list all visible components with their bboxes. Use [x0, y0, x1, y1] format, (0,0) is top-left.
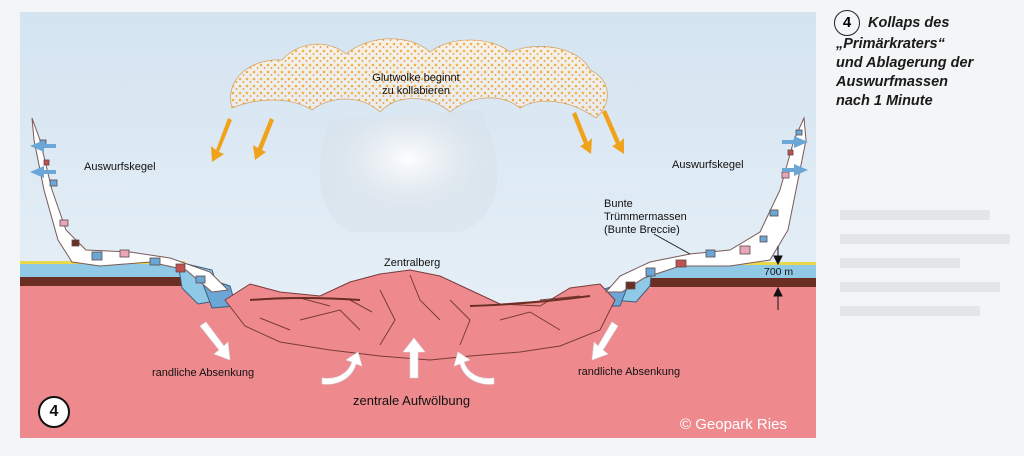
central-peak-label: Zentralberg: [384, 257, 441, 269]
uplift-label: zentrale Aufwölbung: [353, 393, 471, 408]
bunte-breccie-label: Bunte Trümmermassen (Bunte Breccie): [604, 198, 687, 237]
caption-step-number: 4: [834, 10, 860, 36]
caption-line-5: nach 1 Minute: [836, 93, 933, 109]
bunte-label-line2: Trümmermassen: [604, 211, 687, 223]
subsidence-left-label: randliche Absenkung: [152, 367, 255, 379]
bunte-label-line1: Bunte: [604, 198, 633, 210]
diagram-step-number: 4: [38, 396, 70, 428]
caption-line-2: „Primärkraters“: [836, 36, 945, 52]
thickness-marker: [773, 246, 783, 310]
bunte-pointer: [653, 233, 691, 255]
subsidence-right-label: randliche Absenkung: [578, 366, 681, 378]
ejecta-clasts-right: [625, 129, 803, 290]
caption-line-3: und Ablagerung der: [836, 55, 974, 71]
ejecta-clasts-left: [39, 139, 206, 284]
copyright-notice: © Geopark Ries: [680, 416, 787, 433]
limestone-layer-left: [20, 264, 185, 277]
bunte-label-line3: (Bunte Breccie): [604, 224, 680, 236]
ejecta-cone-right: [604, 116, 807, 293]
outward-arrows: [30, 136, 808, 178]
cloud-label-line2: zu kollabieren: [382, 85, 450, 97]
movement-arrows: [199, 321, 619, 385]
cloud-stem: [319, 110, 498, 232]
ejecta-cone-left-label: Auswurfskegel: [84, 161, 156, 173]
sediment-layer-left: [20, 277, 185, 286]
caption-line-1: Kollaps des: [868, 15, 950, 31]
sediment-layer-right: [650, 278, 816, 287]
limestone-layer-right: [650, 265, 816, 278]
caption-text: Kollaps des: [868, 14, 949, 33]
caption-line-4: Auswurfmassen: [836, 74, 949, 90]
caption-text-rest: „Primärkraters“ und Ablagerung der Auswu…: [836, 35, 973, 111]
cloud-label: Glutwolke beginnt zu kollabieren: [356, 72, 476, 98]
thickness-label: 700 m: [764, 266, 794, 278]
background-page-text: [840, 200, 1024, 410]
cloud-label-line1: Glutwolke beginnt: [372, 72, 460, 84]
collapse-arrows: [211, 110, 624, 162]
central-peak: [224, 269, 616, 361]
ejecta-cone-right-label: Auswurfskegel: [672, 159, 744, 171]
